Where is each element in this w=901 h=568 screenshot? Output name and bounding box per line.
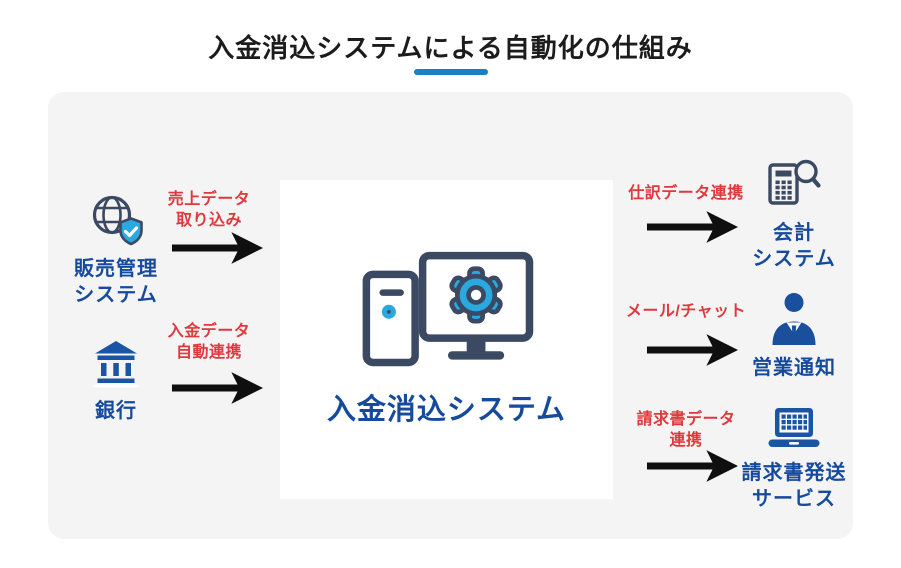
calculator-magnifier-icon (767, 159, 821, 214)
page-title: 入金消込システムによる自動化の仕組み (208, 33, 693, 63)
sales-data-arrow-icon (170, 230, 265, 266)
payment-data-arrow-icon (170, 370, 265, 406)
bank-label: 銀行 (95, 400, 137, 422)
sales-notification-node: 営業通知 (740, 291, 848, 381)
title-underline-decoration (413, 69, 488, 75)
journal-data-flow-label: 仕訳データ連携 (628, 185, 744, 202)
center-system-box: 入金消込システム (280, 180, 613, 499)
center-system-label: 入金消込システム (326, 394, 567, 426)
invoice-data-arrow-icon (645, 448, 740, 484)
bank-node: 銀行 (58, 338, 174, 424)
invoice-data-flow-label: 請求書データ 連携 (636, 411, 736, 449)
sales-system-label: 販売管理 システム (74, 258, 158, 306)
sales-system-node: 販売管理 システム (58, 192, 174, 308)
laptop-icon (767, 408, 821, 454)
mail-chat-flow-label: メール/チャット (625, 303, 747, 320)
journal-data-arrow-icon (645, 209, 740, 245)
diagram-panel: 販売管理 システム 売上データ 取り込み (48, 92, 853, 539)
globe-shield-icon (87, 195, 145, 250)
computer-gear-icon (357, 246, 537, 377)
sales-data-flow-label: 売上データ 取り込み (167, 191, 251, 229)
sales-notification-label: 営業通知 (752, 357, 836, 379)
invoice-service-node: 請求書発送 サービス (733, 406, 855, 512)
bank-icon (92, 341, 140, 392)
accounting-system-node: 会計 システム (740, 158, 848, 272)
accounting-system-label: 会計 システム (752, 222, 836, 270)
payment-data-flow-label: 入金データ 自動連携 (167, 323, 251, 361)
businessperson-icon (769, 293, 819, 349)
mail-chat-arrow-icon (645, 332, 740, 368)
invoice-service-label: 請求書発送 サービス (741, 462, 847, 510)
